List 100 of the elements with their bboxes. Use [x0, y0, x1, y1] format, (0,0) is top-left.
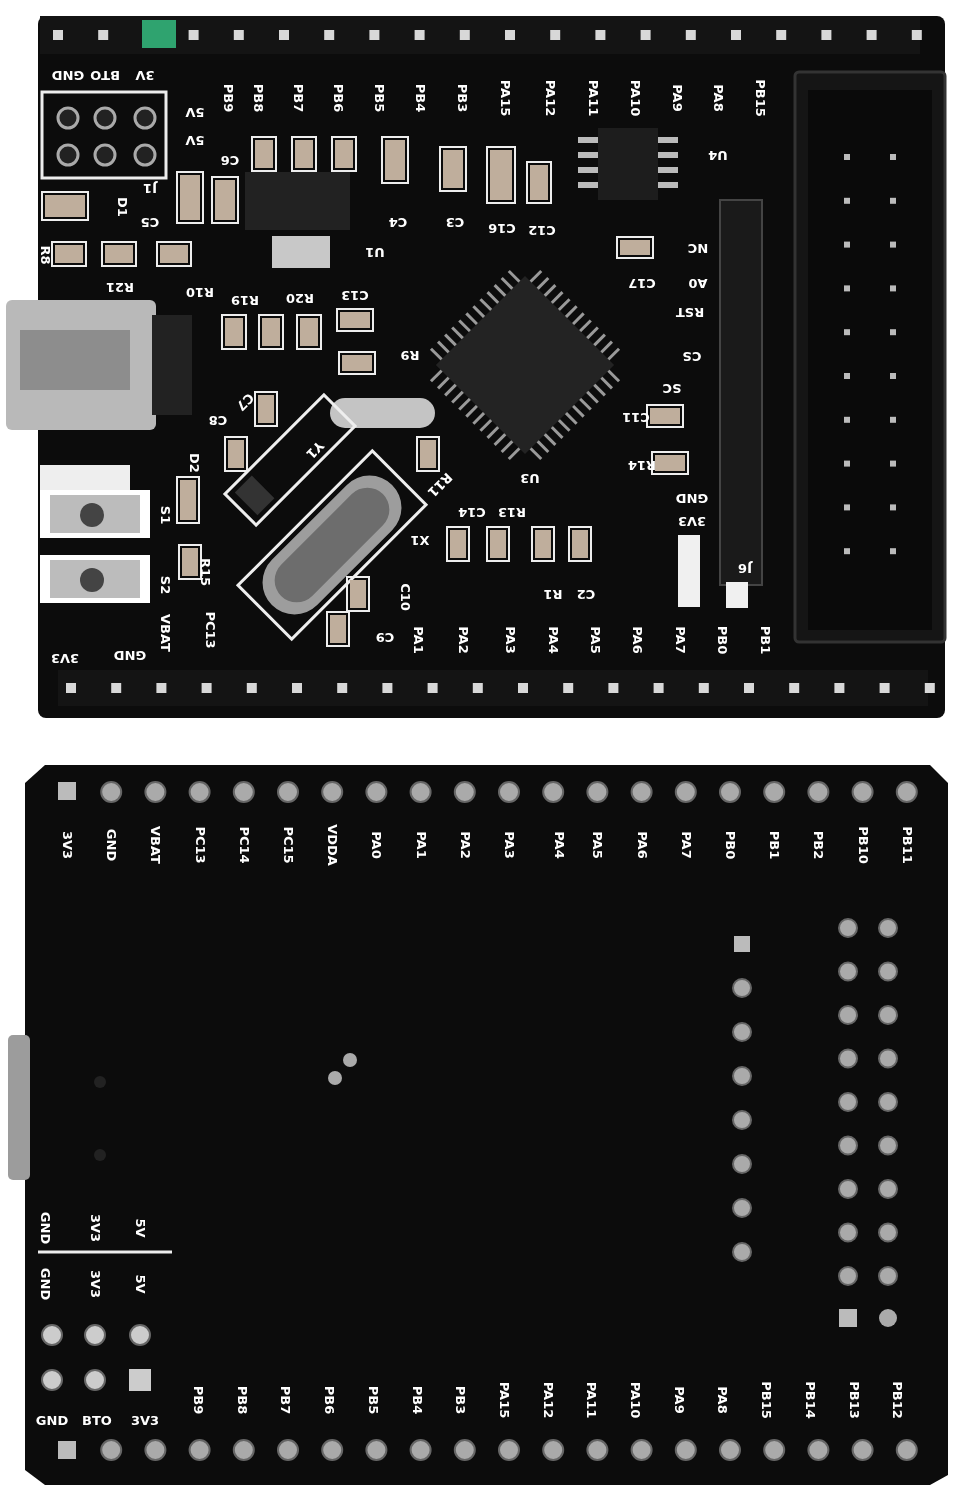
silkscreen-label: R8	[38, 245, 52, 265]
silkscreen-label: S1	[158, 505, 172, 525]
silkscreen-label: 3V3	[88, 1213, 102, 1243]
silkscreen-label: PA4	[546, 626, 560, 654]
silkscreen-label: PA9	[672, 1386, 686, 1414]
silkscreen-label: C14	[458, 505, 486, 519]
silkscreen-label: PA15	[497, 1381, 511, 1419]
silkscreen-label: VBAT	[158, 614, 172, 652]
silkscreen-label: PA11	[586, 79, 600, 117]
silkscreen-label: PA5	[588, 626, 602, 654]
silkscreen-label: PB8	[251, 83, 265, 113]
silkscreen-label: J1	[143, 181, 157, 195]
silkscreen-label: PB13	[847, 1381, 860, 1419]
silkscreen-label: PB15	[759, 1381, 773, 1419]
silkscreen-label: PA0	[369, 831, 383, 859]
silkscreen-label: R10	[185, 285, 215, 299]
silkscreen-label: C10	[398, 583, 412, 611]
silkscreen-label: Y1	[303, 438, 327, 462]
silkscreen-label: S2	[158, 575, 172, 595]
silkscreen-label: PA2	[458, 831, 472, 859]
silkscreen-label: J6	[738, 561, 752, 575]
silkscreen-label: U1	[365, 245, 385, 259]
silkscreen-label: VDDA	[325, 824, 339, 866]
silkscreen-label: U3	[520, 471, 540, 485]
silkscreen-label: PA8	[715, 1386, 729, 1414]
silkscreen-label: PB3	[455, 83, 469, 113]
silkscreen-label: PB7	[278, 1385, 292, 1415]
silkscreen-label: R20	[285, 291, 315, 305]
silkscreen-label: PA1	[411, 626, 425, 654]
silkscreen-label: PA1	[414, 831, 428, 859]
silkscreen-label: VBAT	[148, 826, 162, 864]
silkscreen-label: 5V	[185, 133, 205, 147]
silkscreen-label: 5V	[185, 105, 205, 119]
silkscreen-label: PC15	[281, 826, 295, 864]
silkscreen-label: PB1	[758, 625, 772, 655]
silkscreen-label: PC13	[193, 826, 207, 864]
silkscreen-label: PA7	[679, 831, 693, 859]
silkscreen-label: PB8	[235, 1385, 249, 1415]
silkscreen-label: 5V	[133, 1218, 147, 1238]
silkscreen-label: PB0	[715, 625, 729, 655]
silkscreen-label: GND	[104, 828, 118, 862]
silkscreen-label: C17	[628, 276, 656, 290]
silkscreen-label: NC	[687, 241, 709, 255]
silkscreen-label: PA6	[635, 831, 649, 859]
silkscreen-label: PB2	[811, 830, 825, 860]
silkscreen-label: PA4	[552, 831, 566, 859]
silkscreen-label: R15	[198, 557, 212, 587]
silkscreen-label: GND	[35, 1413, 69, 1427]
silkscreen-label: GND	[675, 491, 709, 505]
silkscreen-label: A0	[688, 276, 708, 290]
silkscreen-label: PB6	[322, 1385, 336, 1415]
silkscreen-label: PA12	[543, 79, 557, 117]
silkscreen-label: PB4	[410, 1385, 423, 1415]
silkscreen-label: GND	[51, 68, 85, 82]
silkscreen-label: GND	[38, 1211, 52, 1245]
silkscreen-label: PB6	[331, 83, 345, 113]
silkscreen-label: PC13	[203, 611, 217, 649]
silkscreen-label: 3V3	[50, 651, 80, 665]
silkscreen-label: GND	[38, 1267, 52, 1301]
silkscreen-label: BTO	[82, 1413, 112, 1427]
silkscreen-label: PB1	[767, 830, 781, 860]
silkscreen-label: C13	[341, 288, 369, 302]
silkscreen-label: PA10	[628, 1381, 642, 1419]
silkscreen-label: R9	[400, 348, 420, 362]
silkscreen-label: RST	[675, 305, 705, 319]
silkscreen-label: PB10	[856, 826, 870, 864]
silkscreen-label: 3V3	[677, 514, 707, 528]
silkscreen-label: U4	[708, 148, 728, 162]
silkscreen-label: PB12	[890, 1381, 904, 1419]
silkscreen-label: PC14	[237, 826, 251, 864]
silkscreen-label: PB4	[413, 83, 427, 113]
silkscreen-label: PA8	[711, 84, 725, 112]
silkscreen-label: PA15	[498, 79, 512, 117]
silkscreen-label: C3	[445, 215, 465, 229]
silkscreen-label: PB9	[191, 1385, 205, 1415]
silkscreen-label: R21	[105, 280, 135, 294]
silkscreen-label: 3V3	[88, 1269, 102, 1299]
silkscreen-label: CS	[682, 349, 702, 363]
silkscreen-label: PA9	[670, 84, 684, 112]
silkscreen-label: PB5	[366, 1385, 380, 1415]
silkscreen-label: R1	[543, 587, 563, 601]
silkscreen-label: PB3	[453, 1385, 467, 1415]
silkscreen-label: PA3	[503, 626, 517, 654]
silkscreen-label: C7	[233, 390, 257, 414]
silkscreen-label: GND	[113, 648, 147, 662]
silkscreen-label: C11	[622, 410, 650, 424]
silkscreen-label: C8	[208, 413, 228, 427]
silkscreen-label: PB0	[723, 830, 737, 860]
silkscreen-label: PA5	[590, 831, 604, 859]
silkscreen-label: C6	[220, 153, 240, 167]
silkscreen-label: 3V3	[60, 830, 74, 860]
silkscreen-label: PA3	[502, 831, 516, 859]
silkscreen-label: C12	[528, 223, 556, 237]
silkscreen-label: SC	[662, 381, 682, 395]
silkscreen-label: C2	[576, 587, 596, 601]
silkscreen-label: D1	[115, 197, 129, 217]
silkscreen-label: C9	[375, 630, 395, 644]
silkscreen-label: PA12	[541, 1381, 555, 1419]
silkscreen-label: PB5	[372, 83, 386, 113]
silkscreen-label: PB11	[900, 826, 914, 864]
